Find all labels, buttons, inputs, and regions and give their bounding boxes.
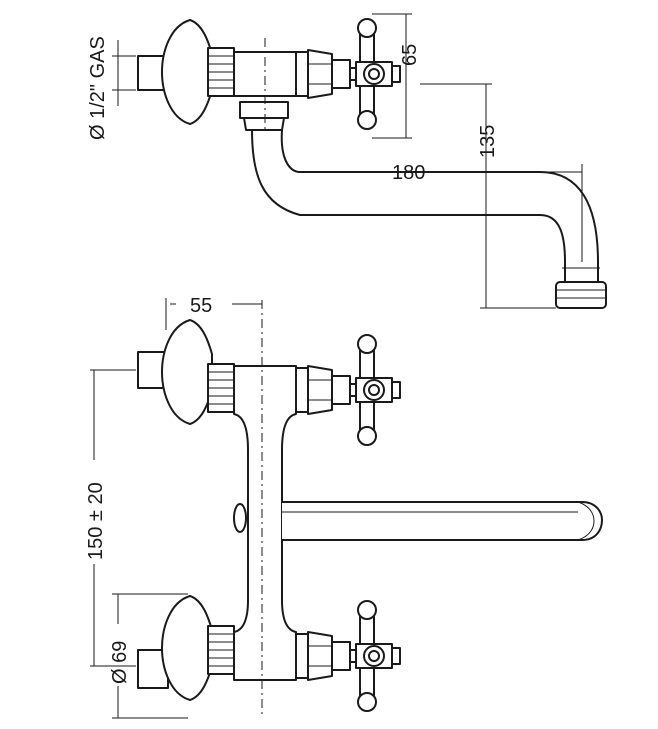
dim-pipe-thread: Ø 1/2" GAS xyxy=(87,36,109,140)
upper-wall-flange xyxy=(161,319,213,425)
mixer-body xyxy=(233,365,297,681)
dim-spout-reach: 180 xyxy=(392,162,425,184)
dim-wall-offset: 55 xyxy=(190,295,212,317)
dim-flange-diameter: Ø 69 xyxy=(109,641,131,684)
lower-valve-handle xyxy=(295,600,401,712)
dim-spout-drop: 135 xyxy=(477,125,499,158)
dim-handle-height: 65 xyxy=(399,44,421,66)
front-dimensions: 55 150 ± 20 Ø 69 xyxy=(85,295,262,719)
lower-coupling-nut xyxy=(207,625,235,675)
upper-coupling-nut xyxy=(207,363,235,413)
upper-valve-handle xyxy=(295,334,401,446)
top-view xyxy=(137,18,607,309)
dim-center-distance: 150 ± 20 xyxy=(85,482,107,560)
front-view xyxy=(137,300,603,714)
top-dimensions: Ø 1/2" GAS 65 135 180 xyxy=(87,13,583,309)
wall-flange xyxy=(161,19,213,125)
aerator xyxy=(555,281,607,309)
front-spout xyxy=(282,501,603,541)
spout xyxy=(251,129,599,283)
lower-wall-flange xyxy=(161,595,213,701)
valve-handle xyxy=(295,18,401,130)
coupling-nut xyxy=(207,47,235,97)
